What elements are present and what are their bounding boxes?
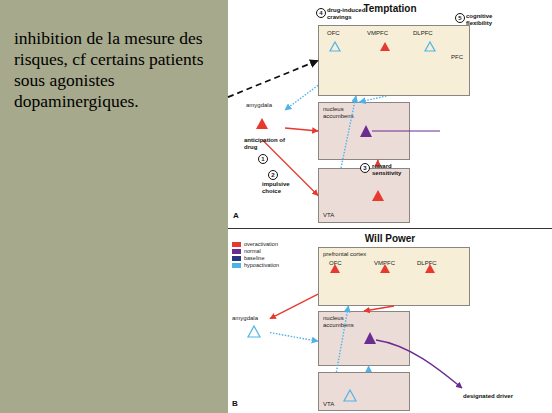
- ofc-neuron: [330, 42, 340, 51]
- region-label: amygdala: [246, 102, 284, 109]
- legend-row: baseline: [232, 255, 279, 262]
- accumbens-axon: [372, 130, 440, 131]
- neural-projection: [336, 306, 348, 372]
- legend-text: overactivation: [244, 242, 278, 248]
- brain-region-node: amygdala: [232, 313, 270, 341]
- note-band: inhibition de la mesure des risques, cf …: [0, 0, 228, 413]
- brain-region-box: prefrontal cortexOFC VMPFC DLPFC: [318, 247, 470, 306]
- dashed-pointer-arrow: [228, 61, 318, 98]
- neural-projection: [377, 160, 378, 168]
- legend-row: normal: [232, 248, 279, 255]
- region-label: VMPFC: [374, 260, 399, 267]
- vmpfc-neuron: [380, 42, 390, 51]
- legend-row: hypoactivation: [232, 262, 279, 269]
- region-label: DLPFC: [417, 260, 442, 267]
- accumbens-axon: [376, 340, 462, 388]
- vta-neuron: [344, 390, 356, 401]
- dlpfc-neuron: [425, 42, 435, 51]
- neural-projection: [368, 366, 369, 372]
- figure-panel: Will Powerprefrontal cortexOFCVMPFCDLPFC…: [228, 229, 552, 413]
- legend-text: baseline: [244, 256, 265, 262]
- neural-projection: [263, 140, 319, 196]
- neural-projection: [285, 85, 318, 110]
- brain-region-box: VTA: [318, 168, 410, 223]
- neural-projection: [359, 96, 386, 102]
- legend-swatch: [232, 242, 241, 247]
- dlpfc-neuron: [425, 264, 435, 273]
- neural-projection: [270, 294, 318, 318]
- legend-swatch: [232, 263, 241, 268]
- region-label: VTA: [323, 401, 353, 408]
- region-label: nucleus accumbens: [323, 106, 363, 119]
- legend-swatch: [232, 256, 241, 261]
- vmpfc-neuron: [380, 264, 390, 273]
- amygdala-neuron: [256, 118, 268, 129]
- accumbens-neuron: [364, 332, 376, 344]
- brain-region-node: amygdala: [240, 100, 285, 140]
- figure-panel: TemptationOFC VMPFC DLPFC PFC nucleus accumb…: [228, 0, 552, 229]
- region-label: nucleus accumbens: [323, 315, 363, 328]
- panel-title: Temptation: [228, 3, 552, 14]
- region-label: OFC: [329, 260, 349, 267]
- neural-projection: [285, 128, 318, 131]
- vta-neuron: [372, 190, 384, 201]
- region-label: amygdala: [232, 315, 262, 322]
- ofc-neuron: [330, 264, 340, 273]
- accumbens-neuron: [360, 125, 372, 137]
- legend-text: normal: [244, 249, 261, 255]
- neural-projection: [364, 306, 394, 311]
- region-label: PFC: [451, 54, 471, 61]
- region-label: VTA: [323, 212, 353, 219]
- region-label: OFC: [327, 30, 357, 37]
- brain-region-box: VTA: [318, 372, 410, 411]
- legend-text: hypoactivation: [244, 263, 279, 269]
- brain-region-box: nucleus accumbens: [318, 102, 410, 160]
- legend: overactivationnormalbaselinehypoactivati…: [232, 241, 279, 269]
- region-label: VMPFC: [367, 30, 397, 37]
- brain-region-box: nucleus accumbens: [318, 311, 410, 366]
- region-label: DLPFC: [413, 30, 443, 37]
- legend-swatch: [232, 249, 241, 254]
- amygdala-neuron: [248, 326, 260, 337]
- legend-row: overactivation: [232, 241, 279, 248]
- region-label: prefrontal cortex: [323, 251, 383, 258]
- neural-projection: [270, 333, 318, 342]
- neural-projection: [341, 96, 356, 168]
- brain-region-box: OFC VMPFC DLPFC PFC: [318, 25, 470, 96]
- note-text: inhibition de la mesure des risques, cf …: [14, 28, 222, 112]
